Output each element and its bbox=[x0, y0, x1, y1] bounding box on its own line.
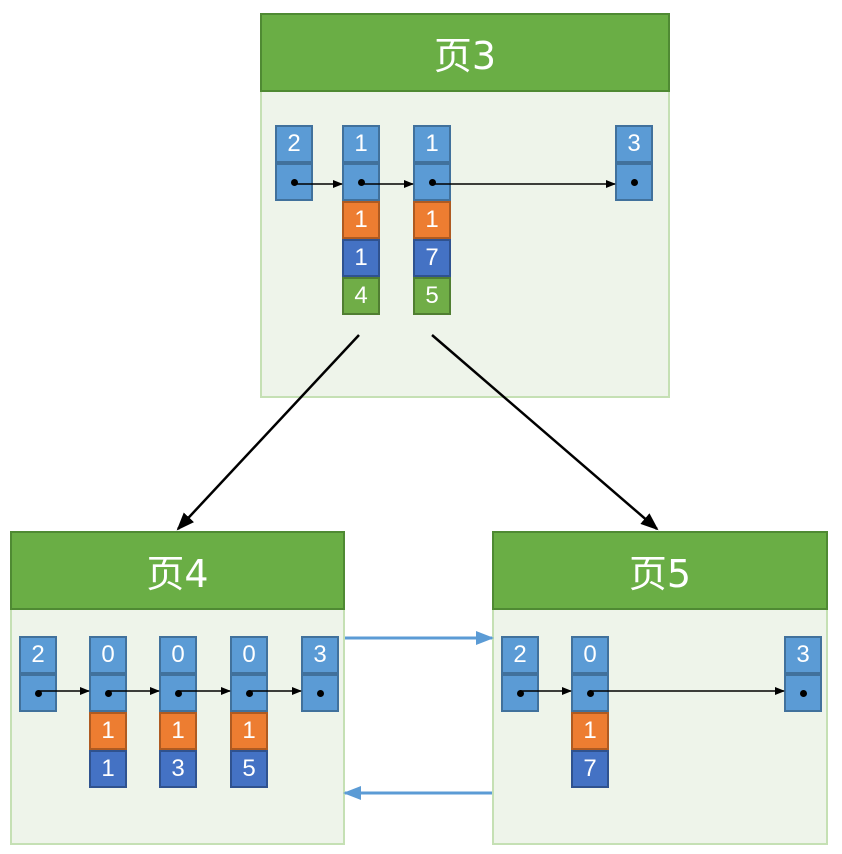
next-pointer-cell bbox=[275, 163, 313, 201]
page3-infimum-record: 2 bbox=[275, 125, 313, 201]
key-c2-cell: 1 bbox=[413, 201, 451, 239]
page4-user-record-1: 0 1 1 bbox=[89, 636, 127, 788]
record-type-cell: 1 bbox=[413, 125, 451, 163]
record-type-cell: 3 bbox=[301, 636, 339, 674]
c3-cell: 7 bbox=[571, 750, 609, 788]
c2-cell: 1 bbox=[230, 712, 268, 750]
record-type-cell: 2 bbox=[19, 636, 57, 674]
key-c2-cell: 1 bbox=[342, 201, 380, 239]
next-pointer-cell bbox=[301, 674, 339, 712]
record-type-cell: 0 bbox=[571, 636, 609, 674]
record-type-cell: 2 bbox=[275, 125, 313, 163]
c2-cell: 1 bbox=[89, 712, 127, 750]
next-pointer-cell bbox=[159, 674, 197, 712]
record-type-cell: 2 bbox=[501, 636, 539, 674]
page3-directory-record-2: 1 1 7 5 bbox=[413, 125, 451, 315]
page-3-title: 页3 bbox=[260, 13, 670, 92]
record-type-cell: 1 bbox=[342, 125, 380, 163]
page-3-box: 页3 bbox=[260, 13, 670, 398]
child-page-cell: 5 bbox=[413, 277, 451, 315]
next-pointer-cell bbox=[342, 163, 380, 201]
record-type-cell: 0 bbox=[230, 636, 268, 674]
c2-cell: 1 bbox=[571, 712, 609, 750]
page-4-box: 页4 bbox=[10, 531, 345, 845]
c3-cell: 5 bbox=[230, 750, 268, 788]
record-type-cell: 0 bbox=[159, 636, 197, 674]
page3-directory-record-1: 1 1 1 4 bbox=[342, 125, 380, 315]
record-type-cell: 3 bbox=[615, 125, 653, 163]
next-pointer-cell bbox=[89, 674, 127, 712]
record-type-cell: 0 bbox=[89, 636, 127, 674]
page-5-title: 页5 bbox=[492, 531, 828, 610]
page5-infimum-record: 2 bbox=[501, 636, 539, 712]
next-pointer-cell bbox=[19, 674, 57, 712]
next-pointer-cell bbox=[615, 163, 653, 201]
key-c3-cell: 1 bbox=[342, 239, 380, 277]
c3-cell: 3 bbox=[159, 750, 197, 788]
next-pointer-cell bbox=[230, 674, 268, 712]
page5-user-record-1: 0 1 7 bbox=[571, 636, 609, 788]
page-4-title: 页4 bbox=[10, 531, 345, 610]
next-pointer-cell bbox=[784, 674, 822, 712]
page4-user-record-3: 0 1 5 bbox=[230, 636, 268, 788]
record-type-cell: 3 bbox=[784, 636, 822, 674]
page-5-box: 页5 bbox=[492, 531, 828, 845]
next-pointer-cell bbox=[571, 674, 609, 712]
next-pointer-cell bbox=[501, 674, 539, 712]
c3-cell: 1 bbox=[89, 750, 127, 788]
child-page-cell: 4 bbox=[342, 277, 380, 315]
page5-supremum-record: 3 bbox=[784, 636, 822, 712]
page4-user-record-2: 0 1 3 bbox=[159, 636, 197, 788]
page4-supremum-record: 3 bbox=[301, 636, 339, 712]
page3-supremum-record: 3 bbox=[615, 125, 653, 201]
page4-infimum-record: 2 bbox=[19, 636, 57, 712]
c2-cell: 1 bbox=[159, 712, 197, 750]
key-c3-cell: 7 bbox=[413, 239, 451, 277]
next-pointer-cell bbox=[413, 163, 451, 201]
